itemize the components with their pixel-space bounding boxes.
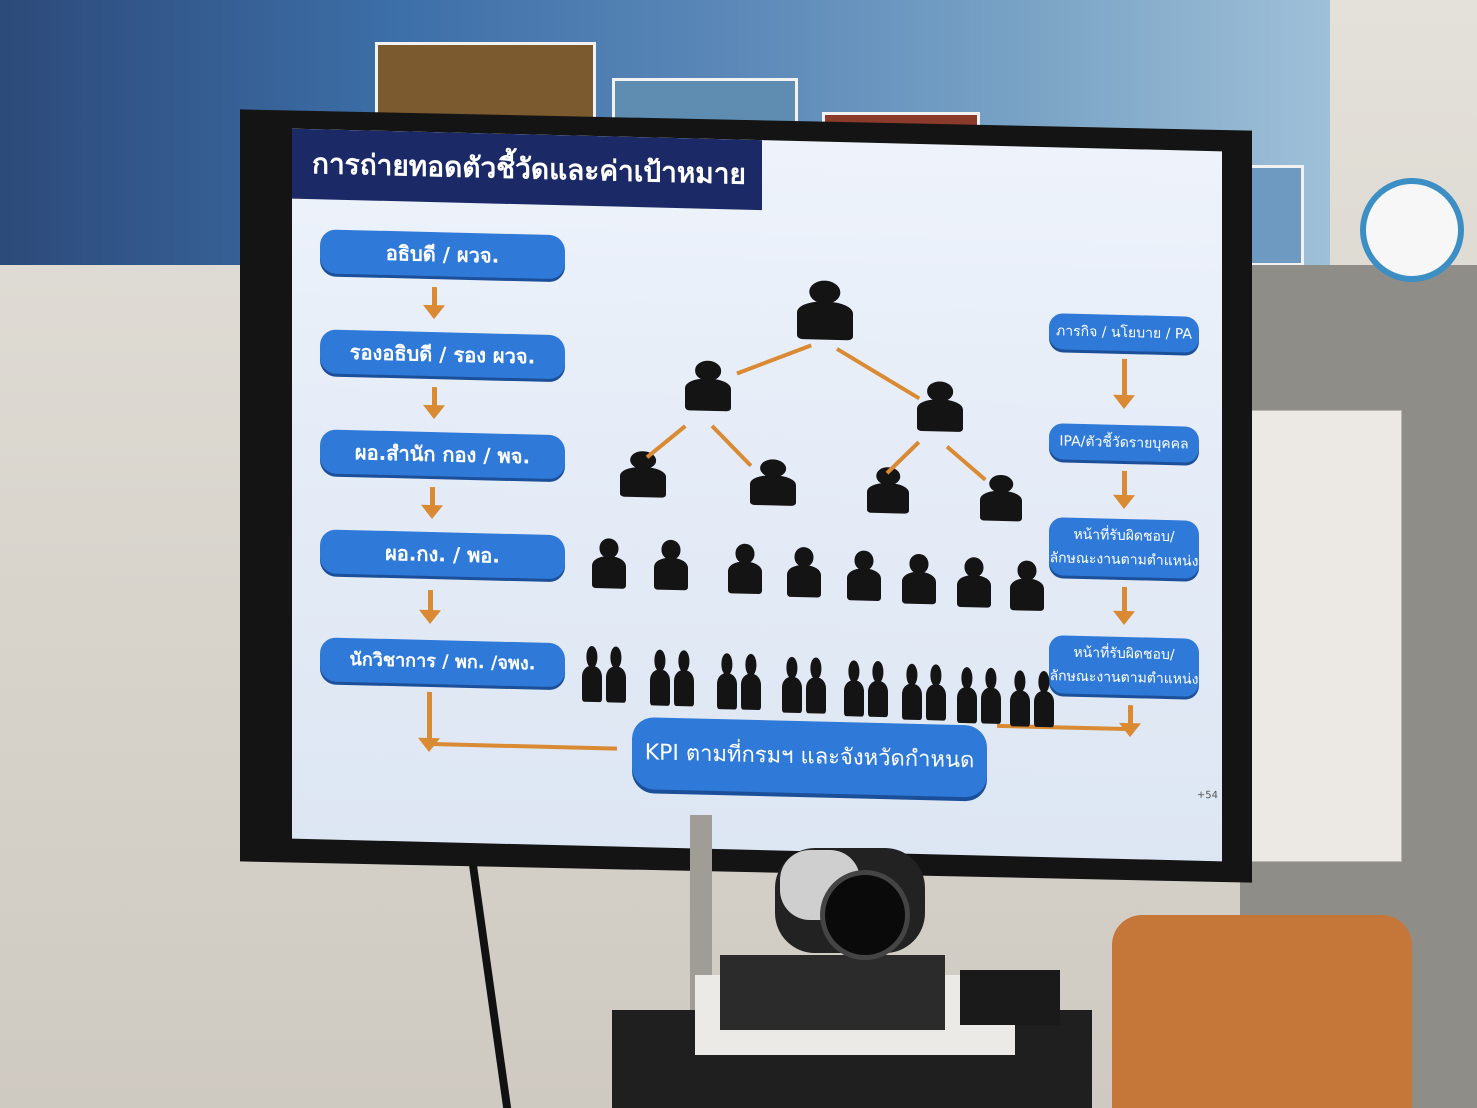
arrow-icon (427, 741, 617, 751)
arrow-icon (428, 589, 433, 615)
right-step-4: หน้าที่รับผิดชอบ/ ลักษณะงานตามตำแหน่ง (1049, 635, 1199, 697)
person-silhouette-icon (592, 555, 626, 589)
wall-clock-icon (1360, 178, 1464, 282)
person-pair-icon (674, 669, 694, 707)
person-pair-icon (717, 673, 737, 710)
person-silhouette-icon (685, 378, 731, 412)
person-pair-icon (957, 686, 977, 724)
person-pair-icon (926, 684, 946, 721)
right-step-1: ภารกิจ / นโยบาย / PA (1049, 313, 1199, 353)
person-pair-icon (582, 665, 602, 703)
video-codec-unit (720, 955, 945, 1030)
person-pair-icon (741, 673, 761, 711)
person-pair-icon (1010, 690, 1030, 727)
arrow-icon (427, 691, 432, 743)
orange-chair (1112, 915, 1412, 1108)
person-pair-icon (902, 683, 922, 721)
kpi-box: KPI ตามที่กรมฯ และจังหวัดกำหนด (632, 716, 987, 798)
presentation-screen: การถ่ายทอดตัวชี้วัดและค่าเป้าหมาย อธิบดี… (292, 128, 1222, 862)
arrow-icon (736, 343, 812, 376)
person-pair-icon (782, 676, 802, 714)
arrow-icon (1122, 470, 1127, 500)
arrow-icon (710, 424, 753, 468)
arrow-icon (645, 424, 687, 459)
person-silhouette-icon (847, 568, 881, 602)
person-silhouette-icon (980, 490, 1022, 522)
person-silhouette-icon (917, 398, 963, 433)
right-step-3: หน้าที่รับผิดชอบ/ ลักษณะงานตามตำแหน่ง (1049, 517, 1199, 579)
arrow-icon (1128, 705, 1133, 728)
arrow-icon (432, 287, 437, 310)
person-silhouette-icon (902, 571, 936, 605)
slide-title: การถ่ายทอดตัวชี้วัดและค่าเป้าหมาย (292, 128, 762, 211)
person-silhouette-icon (1010, 578, 1044, 612)
arrow-icon (1122, 586, 1127, 616)
arrow-icon (430, 487, 435, 510)
arrow-icon (836, 347, 921, 401)
person-silhouette-icon (654, 557, 688, 591)
left-level-1: อธิบดี / ผวจ. (320, 229, 565, 280)
arrow-icon (945, 445, 987, 482)
person-silhouette-icon (957, 574, 991, 608)
person-pair-icon (981, 687, 1001, 724)
person-silhouette-icon (867, 482, 909, 514)
person-pair-icon (1034, 690, 1054, 728)
camera-lens-icon (820, 870, 910, 960)
left-level-5: นักวิชาการ / พก. /จพง. (320, 637, 565, 688)
person-silhouette-icon (750, 474, 796, 506)
person-silhouette-icon (787, 564, 821, 598)
left-level-3: ผอ.สำนัก กอง / พจ. (320, 429, 565, 480)
arrow-icon (1122, 358, 1127, 400)
person-pair-icon (868, 680, 888, 718)
person-silhouette-icon (728, 561, 762, 595)
remote-control (960, 970, 1060, 1025)
person-pair-icon (606, 666, 626, 703)
person-silhouette-icon (620, 466, 666, 498)
person-pair-icon (806, 677, 826, 714)
arrow-icon (432, 387, 437, 410)
person-pair-icon (844, 680, 864, 717)
page-number: +54 (1196, 789, 1218, 802)
left-level-4: ผอ.กง. / พอ. (320, 529, 565, 580)
person-silhouette-icon (797, 300, 853, 341)
person-pair-icon (650, 669, 670, 706)
right-step-2: IPA/ตัวชี้วัดรายบุคคล (1049, 423, 1199, 463)
left-level-2: รองอธิบดี / รอง ผวจ. (320, 329, 565, 380)
arrow-icon (885, 440, 921, 475)
